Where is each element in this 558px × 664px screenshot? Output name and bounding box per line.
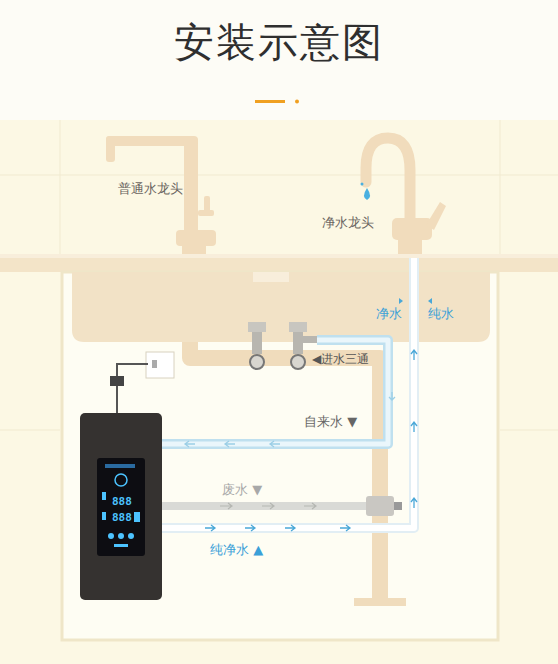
display-digits: 888 xyxy=(112,511,132,524)
drain-neck xyxy=(253,272,289,282)
display-logo xyxy=(105,464,135,468)
waste-clamp xyxy=(366,496,394,516)
title: 安装示意图 xyxy=(0,18,558,66)
power-cable-lower xyxy=(116,386,118,414)
display-ring xyxy=(115,474,127,486)
countertop-edge xyxy=(0,254,558,258)
title-dot xyxy=(295,100,299,104)
tap-water-pipe xyxy=(160,340,388,444)
waste-pipe xyxy=(160,502,376,510)
outlet-socket xyxy=(152,360,157,368)
pipe-foot xyxy=(354,598,406,606)
pointer-left xyxy=(428,298,432,304)
purifier-unit: 888888 xyxy=(80,413,162,600)
power-adapter xyxy=(110,376,124,386)
outlet-label: 纯水 xyxy=(428,306,454,322)
title-dash xyxy=(255,100,285,103)
faucet-label: 普通水龙头 xyxy=(118,181,183,197)
purifier-display xyxy=(97,458,145,556)
waste-clamp-screw xyxy=(394,502,402,510)
waste-arrows xyxy=(220,503,316,509)
tap-water-arrows xyxy=(185,392,395,447)
pointer-right xyxy=(399,298,403,304)
countertop xyxy=(0,254,558,272)
cabinet xyxy=(62,272,498,640)
inlet-valves xyxy=(248,322,317,369)
pipe-label: 自来水 ▼ xyxy=(304,414,357,430)
valve-label: ◀进水三通 xyxy=(312,352,369,366)
common-faucet xyxy=(106,136,216,256)
pipe-label: 废水 ▼ xyxy=(222,482,262,498)
purifier-body xyxy=(80,413,162,600)
power-outlet xyxy=(146,352,174,378)
outlet-label: 净水 xyxy=(376,306,402,322)
drain-pipe xyxy=(190,342,380,600)
display-digits: 888 xyxy=(112,495,132,508)
wall xyxy=(0,120,558,664)
sink-basin xyxy=(72,272,490,342)
faucet-label: 净水龙头 xyxy=(322,215,374,231)
purified-faucet xyxy=(361,138,447,256)
pure-water-arrows xyxy=(205,350,417,531)
display-icons xyxy=(102,492,140,547)
pipe-label: 纯净水 ▲ xyxy=(210,542,263,558)
pure-water-pipe xyxy=(160,258,414,528)
